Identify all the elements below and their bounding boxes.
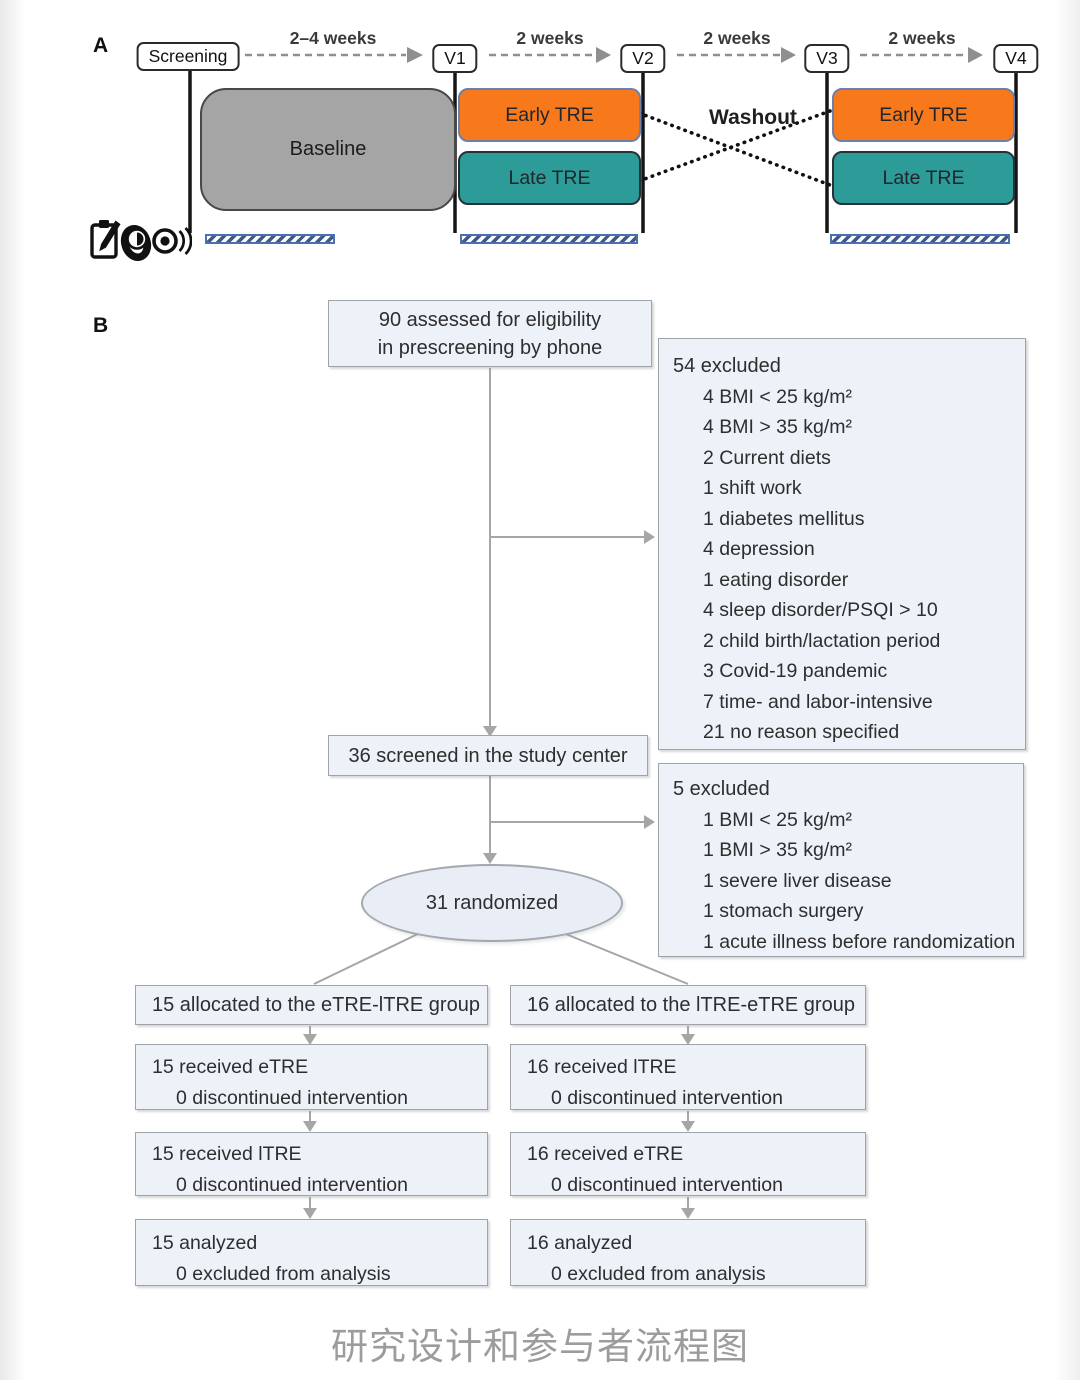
excluded-item: 2 child birth/lactation period [703, 629, 941, 652]
washout-label: Washout [709, 106, 797, 129]
allocated-text: 16 allocated to the lTRE-eTRE group [527, 993, 855, 1016]
received-line1: 16 received eTRE [527, 1143, 684, 1165]
analyzed-line2: 0 excluded from analysis [176, 1263, 391, 1285]
allocated-box-right: 16 allocated to the lTRE-eTRE group [510, 985, 866, 1025]
timeline-node-v1: V1 [432, 44, 478, 73]
excluded-item: 4 BMI < 25 kg/m² [703, 385, 853, 408]
received2-box-left: 15 received lTRE 0 discontinued interven… [135, 1132, 488, 1196]
timeline-node-v2: V2 [620, 44, 666, 73]
received-line2: 0 discontinued intervention [176, 1087, 408, 1109]
screened-text: 36 screened in the study center [348, 744, 628, 767]
analyzed-line1: 16 analyzed [527, 1232, 633, 1254]
received2-box-right: 16 received eTRE 0 discontinued interven… [510, 1132, 866, 1196]
analyzed-box-left: 15 analyzed 0 excluded from analysis [135, 1219, 488, 1286]
interval-label-1: 2–4 weeks [289, 28, 377, 48]
excluded-item: 4 depression [703, 538, 815, 560]
received1-box-left: 15 received eTRE 0 discontinued interven… [135, 1044, 488, 1110]
excluded-screening-header: 5 excluded [673, 778, 770, 800]
excluded-item: 1 eating disorder [703, 568, 849, 591]
screened-box: 36 screened in the study center [328, 735, 648, 776]
excluded-item: 4 BMI > 35 kg/m² [703, 416, 853, 438]
excluded-item: 21 no reason specified [703, 721, 900, 743]
excluded-item: 1 BMI < 25 kg/m² [703, 808, 853, 831]
recording-bar-period2 [830, 234, 1010, 244]
timeline-node-v4: V4 [993, 44, 1039, 73]
excluded-phone-header: 54 excluded [673, 355, 781, 377]
interval-label-4: 2 weeks [888, 28, 956, 48]
received-line1: 15 received lTRE [152, 1143, 302, 1165]
excluded-item: 7 time- and labor-intensive [703, 690, 933, 713]
received-line1: 16 received lTRE [527, 1056, 677, 1078]
excluded-item: 1 shift work [703, 477, 802, 499]
timeline-node-screening: Screening [136, 42, 240, 71]
assessed-box: 90 assessed for eligibility in prescreen… [328, 300, 652, 367]
analyzed-line1: 15 analyzed [152, 1232, 258, 1254]
sensor-signal-icon [152, 227, 192, 255]
analyzed-box-right: 16 analyzed 0 excluded from analysis [510, 1219, 866, 1286]
received-line2: 0 discontinued intervention [176, 1174, 408, 1196]
measurement-icons [90, 220, 192, 261]
received1-box-right: 16 received lTRE 0 discontinued interven… [510, 1044, 866, 1110]
excluded-item: 1 diabetes mellitus [703, 507, 865, 530]
late-tre-box-period2: Late TRE [832, 151, 1015, 205]
early-tre-box-period1: Early TRE [458, 88, 641, 142]
randomized-ellipse: 31 randomized [361, 864, 623, 942]
late-tre-box-period1: Late TRE [458, 151, 641, 205]
excluded-item: 4 sleep disorder/PSQI > 10 [703, 599, 938, 621]
baseline-phase-box: Baseline [200, 88, 456, 211]
wrist-monitor-icon [120, 225, 152, 261]
interval-label-2: 2 weeks [516, 28, 584, 48]
allocated-text: 15 allocated to the eTRE-lTRE group [152, 993, 480, 1016]
excluded-item: 1 severe liver disease [703, 869, 892, 892]
received-line2: 0 discontinued intervention [551, 1174, 783, 1196]
assessed-line1: 90 assessed for eligibility [378, 308, 602, 331]
excluded-screening-box: 5 excluded 1 BMI < 25 kg/m² 1 BMI > 35 k… [658, 763, 1024, 957]
analyzed-line2: 0 excluded from analysis [551, 1263, 766, 1285]
assessed-line2: in prescreening by phone [377, 336, 603, 359]
panel-a-label: A [93, 34, 109, 57]
excluded-item: 1 acute illness before randomization [703, 930, 1016, 953]
excluded-item: 3 Covid-19 pandemic [703, 660, 888, 682]
excluded-item: 1 stomach surgery [703, 900, 864, 922]
panel-b-label: B [93, 314, 109, 337]
allocated-box-left: 15 allocated to the eTRE-lTRE group [135, 985, 488, 1025]
left-edge-shade [0, 0, 26, 1380]
timeline-node-v3: V3 [804, 44, 850, 73]
recording-bar-period1 [460, 234, 638, 244]
randomized-text: 31 randomized [425, 891, 559, 914]
figure-caption: 研究设计和参与者流程图 [331, 1326, 749, 1367]
interval-label-3: 2 weeks [703, 28, 771, 48]
received-line1: 15 received eTRE [152, 1056, 309, 1078]
received-line2: 0 discontinued intervention [551, 1087, 783, 1109]
excluded-item: 2 Current diets [703, 446, 831, 469]
right-edge-shade [1054, 0, 1080, 1380]
early-tre-box-period2: Early TRE [832, 88, 1015, 142]
clipboard-pencil-icon [90, 220, 121, 259]
excluded-phone-box: 54 excluded 4 BMI < 25 kg/m² 4 BMI > 35 … [658, 338, 1026, 750]
recording-bar-baseline [205, 234, 335, 244]
timeline-arrowheads [407, 47, 983, 63]
excluded-item: 1 BMI > 35 kg/m² [703, 839, 853, 861]
